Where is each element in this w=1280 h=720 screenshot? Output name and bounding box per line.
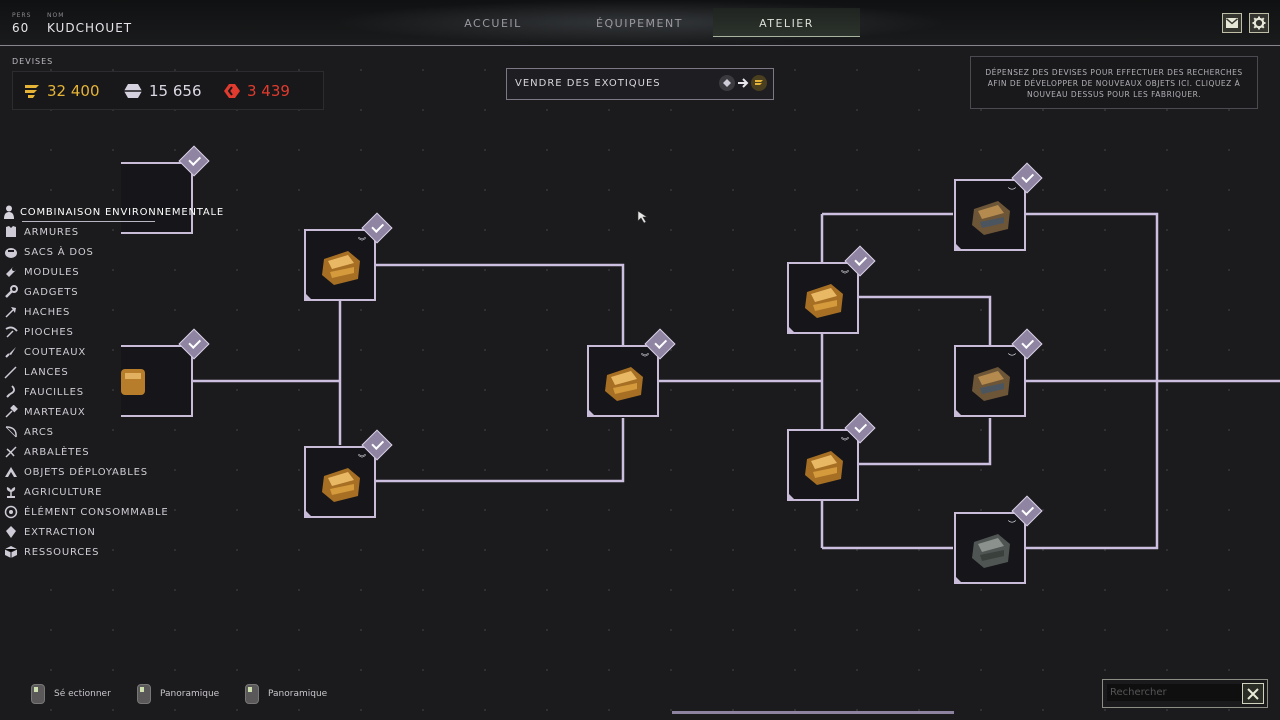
gauntlet-icon	[972, 534, 1010, 568]
sell-exotics-label: VENDRE DES EXOTIQUES	[515, 78, 661, 89]
sidebar-item-deployables[interactable]: OBJETS DÉPLOYABLES	[0, 462, 200, 482]
research-node-gauntlet-g[interactable]: ︶	[954, 328, 1043, 417]
research-node-gauntlet-d[interactable]: ︾	[787, 245, 876, 334]
research-node-gauntlet-c[interactable]: ︾	[587, 328, 676, 417]
gauntlet-icon	[972, 201, 1010, 235]
level-label: PERS	[12, 12, 32, 19]
sidebar-item-haches[interactable]: HACHES	[0, 302, 200, 322]
sidebar-item-couteaux[interactable]: COUTEAUX	[0, 342, 200, 362]
sidebar-item-gadgets[interactable]: GADGETS	[0, 282, 200, 302]
exotic-icon	[719, 75, 735, 91]
research-node-gauntlet-a[interactable]: ︾	[304, 212, 393, 301]
sidebar-item-combinaison[interactable]: COMBINAISON ENVIRONNEMENTALE	[0, 202, 223, 222]
gauntlet-icon	[322, 468, 360, 502]
sickle-icon	[3, 384, 19, 400]
mail-icon	[1226, 18, 1238, 28]
mouse-left-icon	[31, 684, 45, 704]
player-name: KUDCHOUET	[47, 21, 133, 35]
consumable-icon	[3, 504, 19, 520]
search-box	[1102, 679, 1268, 708]
arrow-right-icon	[738, 78, 749, 88]
sidebar-item-arbaletes[interactable]: ARBALÈTES	[0, 442, 200, 462]
sidebar-item-faucilles[interactable]: FAUCILLES	[0, 382, 200, 402]
mouse-right-icon	[137, 684, 151, 704]
search-input[interactable]	[1107, 684, 1245, 701]
name-label: NOM	[47, 12, 65, 19]
top-bar: PERS 60 NOM KUDCHOUET ACCUEIL ÉQUIPEMENT…	[0, 0, 1280, 46]
currency-plastanium: 15 656	[123, 82, 202, 100]
level-value: 60	[12, 21, 30, 35]
hint-pan: Panoramique	[137, 684, 219, 704]
wrench-icon	[3, 284, 19, 300]
research-node-gauntlet-e[interactable]: ︾	[787, 412, 876, 501]
sidebar-item-armures[interactable]: ARMURES	[0, 222, 200, 242]
bow-icon	[3, 424, 19, 440]
sidebar-item-extraction[interactable]: EXTRACTION	[0, 522, 200, 542]
sidebar-item-consommable[interactable]: ÉLÉMENT CONSOMMABLE	[0, 502, 200, 522]
resource-icon	[3, 544, 19, 560]
research-node-gauntlet-f[interactable]: ︶	[954, 162, 1043, 251]
extraction-icon	[3, 524, 19, 540]
mouse-scroll-icon	[245, 684, 259, 704]
pickaxe-icon	[3, 324, 19, 340]
plant-icon	[3, 484, 19, 500]
currency-spice: 3 439	[223, 82, 290, 100]
gear-icon	[1252, 16, 1266, 30]
tab-atelier[interactable]: ATELIER	[713, 8, 860, 37]
sidebar-item-sacs[interactable]: SACS À DOS	[0, 242, 200, 262]
plastanium-icon	[124, 84, 142, 98]
currency-panel: 32 400 15 656 3 439	[12, 71, 324, 110]
horizontal-scrollbar[interactable]	[672, 711, 954, 714]
research-node-gauntlet-b[interactable]: ︾	[304, 429, 393, 518]
crossbow-icon	[3, 444, 19, 460]
tab-equipement[interactable]: ÉQUIPEMENT	[596, 17, 683, 30]
sell-exotics-button[interactable]: VENDRE DES EXOTIQUES	[506, 68, 774, 100]
currency-solari: 32 400	[23, 82, 100, 100]
axe-icon	[3, 304, 19, 320]
hint-select: Sé ectionner	[31, 684, 111, 704]
hint-pan-scroll: Panoramique	[245, 684, 327, 704]
spice-icon	[224, 84, 240, 98]
solari-coin-icon	[751, 75, 767, 91]
research-node-gauntlet-h[interactable]: ︶	[954, 495, 1043, 584]
deployable-icon	[3, 464, 19, 480]
mouse-cursor-icon	[637, 210, 648, 224]
sidebar-item-modules[interactable]: MODULES	[0, 262, 200, 282]
research-node-partial-mid[interactable]	[121, 328, 210, 417]
gauntlet-icon	[805, 451, 843, 485]
sidebar-item-ressources[interactable]: RESSOURCES	[0, 542, 200, 562]
armor-icon	[3, 224, 19, 240]
sidebar-item-arcs[interactable]: ARCS	[0, 422, 200, 442]
sidebar-item-agriculture[interactable]: AGRICULTURE	[0, 482, 200, 502]
research-node-partial-top[interactable]	[121, 145, 210, 234]
sidebar-item-lances[interactable]: LANCES	[0, 362, 200, 382]
backpack-icon	[3, 244, 19, 260]
sidebar-item-marteaux[interactable]: MARTEAUX	[0, 402, 200, 422]
tab-accueil[interactable]: ACCUEIL	[464, 17, 522, 30]
clear-search-button[interactable]	[1242, 683, 1264, 704]
devises-label: DEVISES	[12, 57, 54, 66]
knife-icon	[3, 344, 19, 360]
solari-icon	[25, 85, 39, 98]
gauntlet-icon	[605, 367, 643, 401]
close-icon	[1247, 687, 1259, 700]
settings-button[interactable]	[1249, 13, 1269, 33]
person-icon	[3, 204, 15, 220]
module-icon	[3, 264, 19, 280]
hammer-icon	[3, 404, 19, 420]
gauntlet-icon	[121, 369, 145, 395]
info-panel: DÉPENSEZ DES DEVISES POUR EFFECTUER DES …	[970, 56, 1258, 109]
mail-button[interactable]	[1222, 13, 1242, 33]
spear-icon	[3, 364, 19, 380]
gauntlet-icon	[972, 367, 1010, 401]
gauntlet-icon	[805, 284, 843, 318]
gauntlet-icon	[322, 251, 360, 285]
sidebar-item-pioches[interactable]: PIOCHES	[0, 322, 200, 342]
